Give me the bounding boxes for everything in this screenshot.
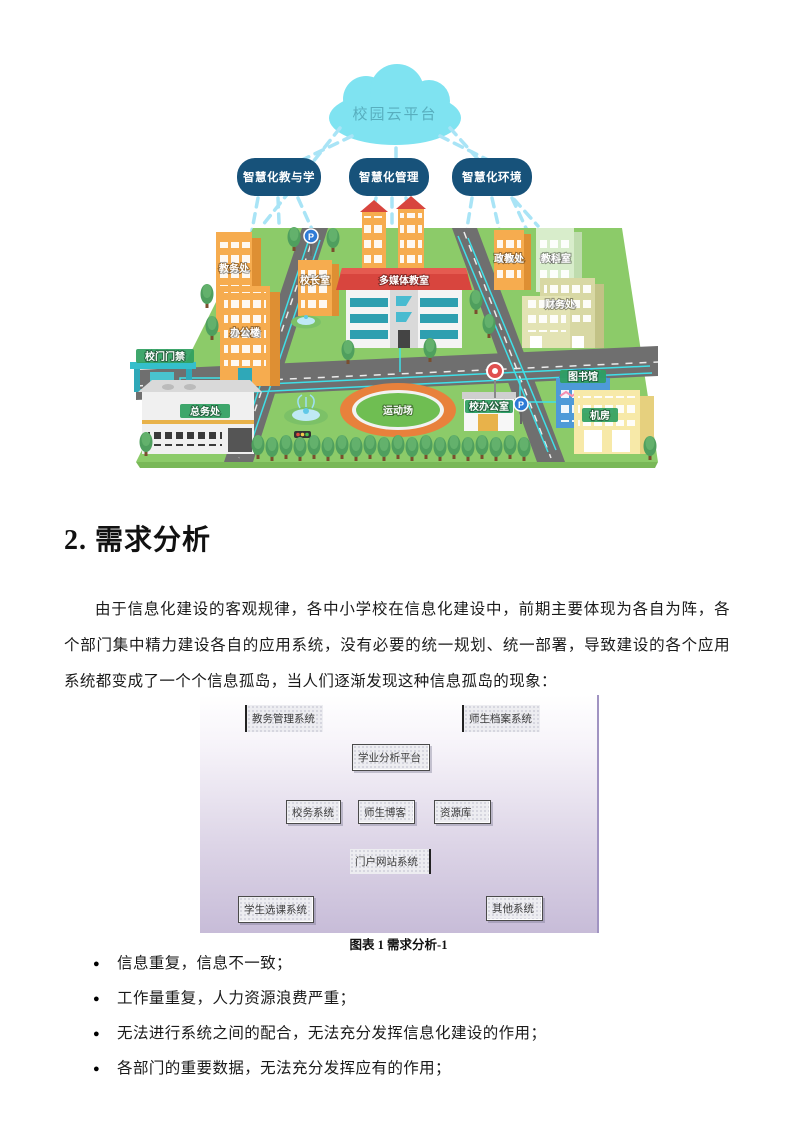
sports-field-label: 运动场	[383, 404, 413, 417]
bullet-dot-icon: ●	[93, 993, 101, 1005]
building-bangonglou: 办公楼	[220, 286, 280, 386]
isolated-systems-figure: 教务管理系统 师生档案系统 学业分析平台 校务系统 师生博客 资源库 门户网站系…	[200, 695, 599, 933]
building-zhengjiaochu: 政教处	[493, 230, 531, 290]
figure-box-shisheng-dangan: 师生档案系统	[462, 705, 540, 732]
campus-cloud-illustration: 校园云平台 智慧化教与学 智慧化管理 智慧化环境	[0, 0, 793, 500]
building-xiaozhangshi: 校长室	[298, 260, 339, 316]
building-jifang-label: 机房	[590, 409, 610, 422]
figure-box-ziyuanku: 资源库	[434, 800, 491, 824]
bullet-text: 无法进行系统之间的配合，无法充分发挥信息化建设的作用；	[117, 1025, 547, 1042]
building-zhengjiaochu-label: 政教处	[494, 252, 525, 265]
bullet-dot-icon: ●	[93, 1028, 101, 1040]
intro-paragraph: 由于信息化建设的客观规律，各中小学校在信息化建设中，前期主要体现为各自为阵，各个…	[64, 601, 730, 690]
building-xiaomen-label: 校门门禁	[145, 350, 185, 363]
building-tushuguan-label: 图书馆	[568, 370, 598, 383]
cloud-platform-label: 校园云平台	[352, 106, 437, 123]
pill-smart-teaching: 智慧化教与学	[237, 158, 321, 196]
building-caiwuchu-label: 财务处	[544, 298, 576, 311]
parking-sign-2: P	[513, 396, 529, 424]
bullet-item: ● 工作量重复，人力资源浪费严重；	[93, 986, 733, 1008]
figure-box-xiaowu: 校务系统	[286, 800, 341, 824]
building-jiaowuchu-label: 教务处	[218, 262, 250, 275]
figure-box-shisheng-boke: 师生博客	[358, 800, 415, 824]
pill-smart-environment-label: 智慧化环境	[462, 170, 522, 184]
building-duomeiti: 多媒体教室	[336, 268, 472, 348]
bullet-item: ● 信息重复，信息不一致；	[93, 951, 733, 973]
building-duomeiti-label: 多媒体教室	[379, 274, 429, 287]
pill-smart-management-label: 智慧化管理	[359, 170, 419, 184]
svg-text:P: P	[308, 232, 314, 242]
bullet-text: 工作量重复，人力资源浪费严重；	[117, 990, 356, 1007]
building-xiaomen: 校门门禁	[130, 349, 196, 392]
parking-sign: P	[303, 228, 319, 256]
sports-field: 运动场	[340, 383, 456, 437]
bullet-item: ● 无法进行系统之间的配合，无法充分发挥信息化建设的作用；	[93, 1021, 733, 1043]
fountain-lower	[284, 394, 328, 425]
building-xiaozhangshi-label: 校长室	[300, 274, 330, 287]
pill-smart-environment: 智慧化环境	[452, 158, 532, 196]
round-road-sign	[486, 362, 504, 398]
building-xiaobangongshi-label: 校办公室	[469, 400, 509, 413]
figure-box-menhu-wangzhan: 门户网站系统	[350, 849, 431, 874]
figure-box-xueye-fenxi: 学业分析平台	[352, 744, 430, 771]
building-xiaobangongshi: 校办公室	[462, 392, 516, 431]
cloud-platform: 校园云平台	[329, 64, 461, 145]
figure-caption: 图表 1 需求分析-1	[349, 938, 448, 952]
section-heading: 2. 需求分析	[64, 525, 212, 556]
bullet-text: 各部门的重要数据，无法充分发挥应有的作用；	[117, 1060, 451, 1077]
building-jiaokeshi-label: 教科室	[540, 252, 571, 265]
building-jifang: 机房	[574, 390, 654, 454]
dorm-towers	[360, 196, 426, 271]
fountain-upper	[291, 315, 321, 329]
svg-text:P: P	[518, 400, 524, 410]
building-bangonglou-label: 办公楼	[230, 326, 260, 339]
bullet-text: 信息重复，信息不一致；	[117, 955, 292, 972]
building-caiwuchu: 财务处	[522, 278, 604, 348]
bullet-dot-icon: ●	[93, 1063, 101, 1075]
pill-smart-management: 智慧化管理	[349, 158, 429, 196]
pill-smart-teaching-label: 智慧化教与学	[243, 170, 315, 184]
building-zongwuchu-label: 总务处	[190, 405, 221, 418]
figure-box-qita: 其他系统	[486, 896, 543, 921]
bullet-item: ● 各部门的重要数据，无法充分发挥应有的作用；	[93, 1056, 733, 1078]
bullet-dot-icon: ●	[93, 958, 101, 970]
building-zongwuchu: 总务处	[138, 380, 262, 454]
figure-box-xuanke: 学生选课系统	[238, 896, 314, 923]
figure-box-jiaowu-mgmt: 教务管理系统	[245, 705, 323, 732]
bullet-list: ● 信息重复，信息不一致； ● 工作量重复，人力资源浪费严重； ● 无法进行系统…	[93, 951, 733, 1091]
